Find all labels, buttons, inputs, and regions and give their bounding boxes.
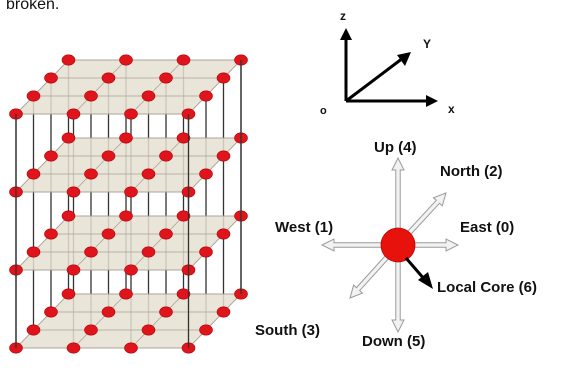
mesh-node — [176, 132, 191, 144]
mesh-node — [159, 306, 173, 318]
label-up: Up (4) — [374, 139, 417, 156]
mesh-node — [44, 306, 58, 318]
mesh-node — [119, 288, 133, 300]
grid-line — [188, 137, 242, 193]
label-south: South (3) — [255, 322, 320, 339]
layer-plane — [15, 215, 242, 271]
caption-fragment: broken. — [6, 0, 59, 13]
mesh-node — [141, 324, 156, 336]
direction-compass — [320, 156, 460, 334]
mesh-node — [26, 168, 41, 180]
mesh-node — [66, 108, 81, 120]
mesh-node — [61, 132, 76, 144]
z-axis-arrowhead — [340, 28, 352, 40]
mesh-node — [141, 90, 156, 102]
mesh-node — [124, 342, 138, 354]
local-core-arrowhead — [418, 272, 433, 289]
mesh-node — [141, 168, 156, 180]
mesh-node — [26, 246, 41, 258]
mesh-node — [124, 264, 138, 276]
y-axis-arrowhead — [397, 52, 411, 66]
mesh-node — [199, 324, 213, 336]
mesh-node — [101, 72, 116, 84]
layer-plane — [15, 137, 242, 193]
grid-line — [188, 215, 242, 271]
mesh-node — [44, 72, 58, 84]
grid-line — [15, 293, 69, 349]
mesh-node — [84, 324, 98, 336]
mesh-node — [44, 150, 58, 162]
mesh-node — [66, 264, 81, 276]
mesh-node — [216, 150, 231, 162]
label-north: North (2) — [440, 163, 503, 180]
grid-line — [73, 59, 127, 115]
grid-line — [188, 293, 242, 349]
mesh-node — [84, 246, 98, 258]
grid-line — [130, 137, 184, 193]
grid-line — [130, 293, 184, 349]
mesh-node — [159, 150, 173, 162]
mesh-node — [176, 288, 191, 300]
label-west: West (1) — [275, 219, 333, 236]
mesh-node — [61, 54, 76, 66]
mesh-node — [199, 246, 213, 258]
mesh-node — [84, 168, 98, 180]
grid-line — [73, 215, 127, 271]
mesh-node — [199, 90, 213, 102]
mesh-node — [66, 186, 81, 198]
mesh-node — [216, 228, 231, 240]
mesh-node — [124, 186, 138, 198]
mesh-node — [216, 306, 231, 318]
label-down: Down (5) — [362, 333, 425, 350]
label-local-core: Local Core (6) — [437, 279, 537, 296]
mesh-node — [141, 246, 156, 258]
mesh-lattice — [9, 54, 248, 354]
local-core-arrow — [404, 257, 427, 281]
x-axis-arrowhead — [426, 95, 438, 107]
mesh-node — [101, 228, 116, 240]
mesh-node — [176, 210, 191, 222]
mesh-node — [26, 90, 41, 102]
y-axis-label: Y — [423, 37, 431, 51]
layer-plane — [15, 59, 242, 115]
mesh-node — [199, 168, 213, 180]
grid-line — [15, 59, 69, 115]
grid-line — [15, 215, 69, 271]
label-east: East (0) — [460, 219, 514, 236]
x-axis-label: x — [448, 102, 455, 116]
origin-label: o — [320, 105, 327, 117]
mesh-node — [216, 72, 231, 84]
grid-line — [130, 59, 184, 115]
mesh-node — [61, 210, 76, 222]
local-core-node — [380, 227, 416, 263]
z-axis-label: z — [340, 9, 346, 23]
grid-line — [130, 215, 184, 271]
mesh-node — [119, 54, 133, 66]
mesh-node — [26, 324, 41, 336]
mesh-node — [84, 90, 98, 102]
mesh-node — [159, 228, 173, 240]
direction-labels: Up (4) North (2) West (1) East (0) Local… — [255, 139, 537, 350]
mesh-node — [119, 132, 133, 144]
mesh-node — [119, 210, 133, 222]
mesh-node — [44, 228, 58, 240]
mesh-node — [176, 54, 191, 66]
layer-plane — [15, 293, 242, 349]
mesh-node — [66, 342, 81, 354]
grid-line — [188, 59, 242, 115]
mesh-node — [124, 108, 138, 120]
mesh-node — [101, 150, 116, 162]
mesh-node — [61, 288, 76, 300]
mesh-node — [101, 306, 116, 318]
y-axis-line — [345, 56, 404, 103]
grid-line — [73, 137, 127, 193]
mesh-node — [159, 72, 173, 84]
grid-line — [15, 137, 69, 193]
grid-line — [73, 293, 127, 349]
coordinate-axes: z Y x o — [320, 9, 455, 117]
